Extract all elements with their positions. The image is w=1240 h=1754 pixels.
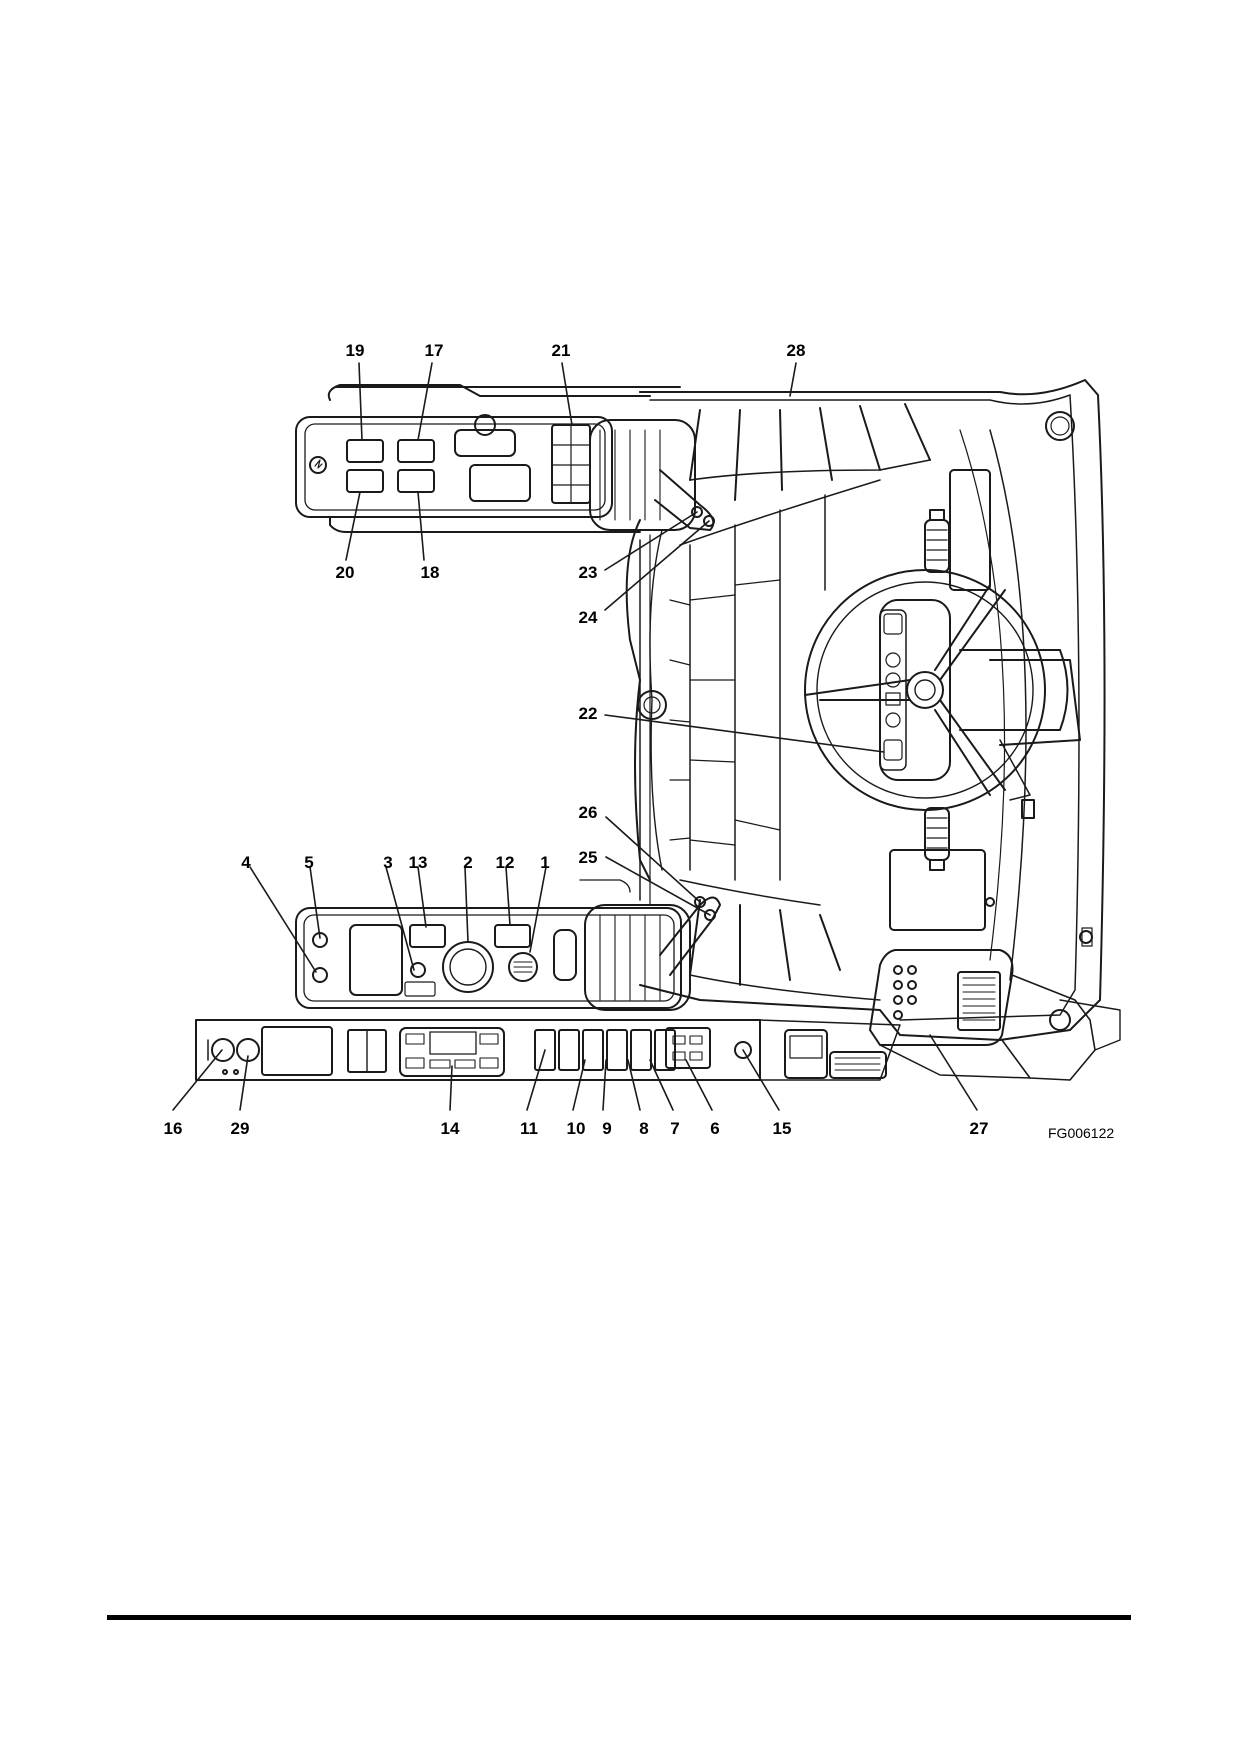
callout-16: 16 — [163, 1119, 183, 1138]
leader-lines — [172, 362, 978, 1111]
callout-3: 3 — [383, 853, 393, 872]
figure-code: FG006122 — [1048, 1125, 1115, 1141]
callout-19: 19 — [345, 341, 365, 360]
callout-1: 1 — [540, 853, 550, 872]
callout-15: 15 — [772, 1119, 792, 1138]
callout-13: 13 — [408, 853, 428, 872]
callout-26: 26 — [578, 803, 598, 822]
callout-9: 9 — [602, 1119, 612, 1138]
callout-6: 6 — [710, 1119, 720, 1138]
callout-7: 7 — [670, 1119, 680, 1138]
callout-11: 11 — [520, 1119, 538, 1138]
callout-20: 20 — [335, 563, 355, 582]
callout-8: 8 — [639, 1119, 649, 1138]
callout-4: 4 — [241, 853, 251, 872]
footer-rule — [107, 1615, 1131, 1620]
callout-22: 22 — [578, 704, 598, 723]
callout-24: 24 — [578, 608, 598, 627]
callout-5: 5 — [304, 853, 314, 872]
cab-floor — [625, 379, 1106, 1041]
callout-23: 23 — [578, 563, 598, 582]
callout-14: 14 — [440, 1119, 460, 1138]
bottom-panel — [195, 1019, 901, 1081]
callout-2: 2 — [463, 853, 473, 872]
steering-wheel — [804, 509, 1069, 871]
callout-12: 12 — [495, 853, 515, 872]
callout-25: 25 — [578, 848, 598, 867]
callout-28: 28 — [786, 341, 806, 360]
right-side-console — [869, 949, 1121, 1081]
upper-left-console — [295, 384, 715, 906]
callout-18: 18 — [420, 563, 440, 582]
callout-21: 21 — [551, 341, 571, 360]
callout-17: 17 — [424, 341, 444, 360]
callout-29: 29 — [230, 1119, 250, 1138]
callout-27: 27 — [969, 1119, 989, 1138]
callout-10: 10 — [566, 1119, 586, 1138]
